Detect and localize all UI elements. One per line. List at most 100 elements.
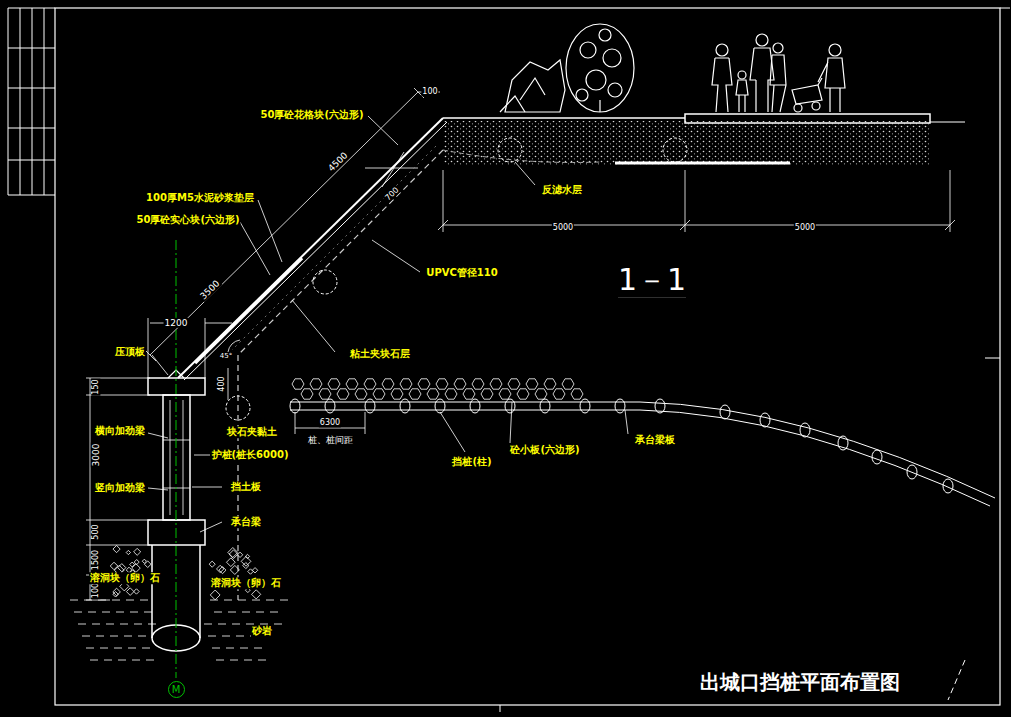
strata-hatch [230,660,238,661]
dimension-text: 45° [219,352,233,360]
hex-block [355,389,367,399]
rubble-stone [209,561,215,567]
rubble-stone [134,589,139,594]
dimension-text: 5000 [552,223,574,232]
strata-hatch [132,660,140,661]
pile-symbol [872,450,882,464]
hex-block [301,389,313,399]
rubble-stone [126,588,134,596]
strata-hatch [118,660,126,661]
pile-symbol [540,399,550,413]
rubble-stone [210,590,220,600]
annotation-label: 50厚砼花格块(六边形) [259,109,364,121]
strata-hatch [258,660,266,661]
dimension-text: 500 [91,523,100,540]
hex-block [436,379,448,389]
rubble-stone [113,545,120,552]
annotation-label: 承台梁板 [634,434,676,446]
strata-hatch [134,624,142,625]
hex-block [535,389,547,399]
pile-symbol [720,405,730,419]
strata-hatch [114,648,122,649]
hex-block [472,379,484,389]
hex-block [427,389,439,399]
strata-hatch [242,612,250,613]
strata-hatch [256,612,264,613]
strata-hatch [102,612,110,613]
strata-hatch [240,648,248,649]
strata-hatch [138,636,146,637]
strata-hatch [252,600,260,601]
strata-hatch [92,624,100,625]
rubble-stone [230,565,239,574]
strata-hatch [126,600,134,601]
strata-hatch [146,660,154,661]
hex-block [508,379,520,389]
dimension-text: 3000 [91,443,101,468]
hex-block [463,389,475,399]
strata-hatch [244,660,252,661]
hex-block [409,389,421,399]
dimension-text: 3500 [197,278,222,303]
strata-hatch [90,660,98,661]
strata-hatch [86,648,94,649]
strata-hatch [226,648,234,649]
pile-symbol [290,399,300,413]
annotation-label: 块石夹黏土 [226,426,278,438]
strata-hatch [232,624,240,625]
strata-hatch [270,612,278,613]
annotation-label: 溶洞块（卵）石 [210,577,282,589]
hex-block [454,379,466,389]
hex-block [310,379,322,389]
strata-hatch [70,600,78,601]
pile-symbol [580,399,590,413]
strata-hatch [236,636,244,637]
rubble-stone [237,552,242,557]
hex-block [328,379,340,389]
annotation-label: 护桩(桩长6000) [211,449,290,461]
strata-hatch [214,612,222,613]
annotation-label: 砂岩 [251,625,273,637]
rubble-stone [113,592,118,597]
hex-block [364,379,376,389]
hex-block [544,379,556,389]
axis-letter: M [172,684,181,695]
rubble-stone [118,564,126,572]
strata-hatch [98,600,106,601]
strata-hatch [208,636,216,637]
annotation-label: 砼小板(六边形) [509,444,580,456]
strata-hatch [204,624,212,625]
pile-symbol [943,479,953,493]
strata-hatch [116,612,124,613]
dimension-text: 400 [217,375,226,392]
hex-block [373,389,385,399]
pile-symbol [435,399,445,413]
hex-block [571,389,583,399]
strata-hatch [110,636,118,637]
dimension-text: 桩、桩间距 [307,435,354,445]
pile-symbol [325,399,335,413]
rubble-stone [134,560,139,565]
pile-symbol [838,436,848,450]
strata-hatch [128,648,136,649]
rubble-stone [245,554,249,558]
strata-hatch [140,600,148,601]
strata-hatch [142,648,150,649]
annotation-label: 50厚砼实心块(六边形) [135,214,240,226]
strata-hatch [212,648,220,649]
strata-hatch [266,600,274,601]
strata-hatch [216,660,224,661]
rubble-stone [113,588,121,596]
annotation-label: 横向加劲梁 [94,425,146,437]
pile-symbol [470,399,480,413]
strata-hatch [100,648,108,649]
drawing-title: 出城口挡桩平面布置图 [699,671,901,694]
dimension-text: 5000 [794,223,816,232]
strata-hatch [84,600,92,601]
dimension-text: 1500 [91,549,100,571]
hex-block [499,389,511,399]
strata-hatch [120,624,128,625]
